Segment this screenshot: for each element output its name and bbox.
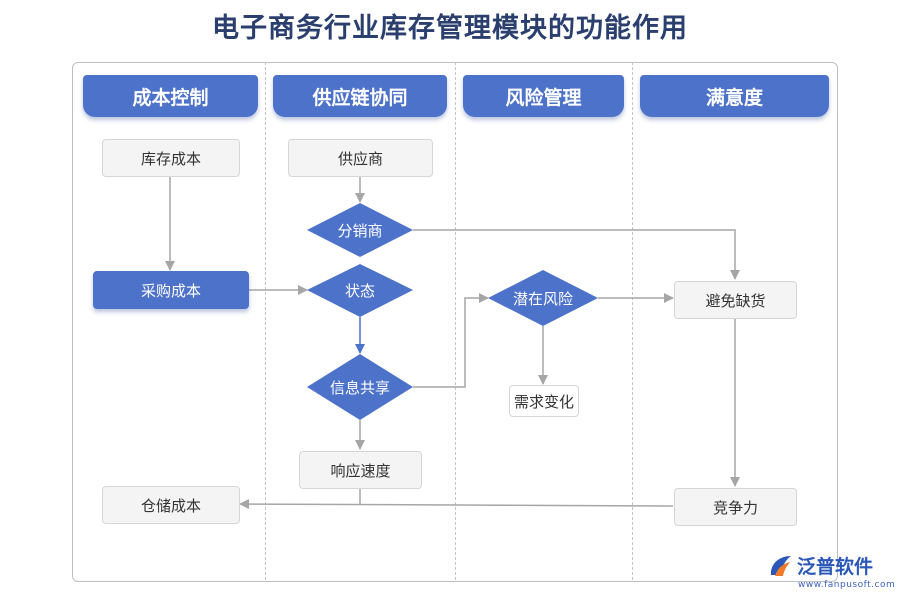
node-supplier: 供应商: [288, 139, 433, 177]
diamond-status: [307, 264, 413, 317]
lane-header-cost-control: 成本控制: [83, 75, 258, 117]
lane-divider: [265, 62, 266, 580]
lane-header-satisfaction: 满意度: [640, 75, 829, 117]
diamond-info-share-label: 信息共享: [329, 378, 390, 397]
node-purchase-cost: 采购成本: [93, 271, 249, 309]
lane-header-risk-management: 风险管理: [463, 75, 624, 117]
page-title: 电子商务行业库存管理模块的功能作用: [212, 13, 688, 44]
node-response-speed: 响应速度: [299, 451, 422, 489]
brand-url: www.fanpusoft.com: [798, 580, 896, 590]
node-competitiveness: 竞争力: [674, 488, 797, 526]
node-demand-change: 需求变化: [509, 385, 579, 417]
brand-name: 泛普软件: [797, 556, 874, 578]
diamond-status-label: 状态: [344, 282, 375, 300]
brand-logo: 泛普软件: [768, 552, 873, 579]
node-storage-cost: 仓储成本: [102, 486, 240, 524]
lane-divider: [455, 62, 456, 580]
diamond-potential-risk-label: 潜在风险: [512, 289, 573, 308]
diamond-distributor: [307, 203, 413, 257]
fanpu-logo-icon: [770, 555, 791, 576]
lane-header-supply-chain: 供应链协同: [273, 75, 447, 117]
connector-distributor-to-avoid-stockout: [413, 229, 740, 280]
connector-competitiveness-to-storage: [239, 499, 674, 510]
diamond-potential-risk: [488, 270, 598, 326]
diamond-distributor-label: 分销商: [337, 221, 383, 240]
node-inventory-cost: 库存成本: [102, 139, 240, 177]
diamond-info-share: [307, 354, 413, 420]
node-avoid-stockout: 避免缺货: [674, 281, 797, 319]
lane-divider: [632, 62, 633, 580]
connector-infoshare-to-risk: [413, 293, 489, 388]
